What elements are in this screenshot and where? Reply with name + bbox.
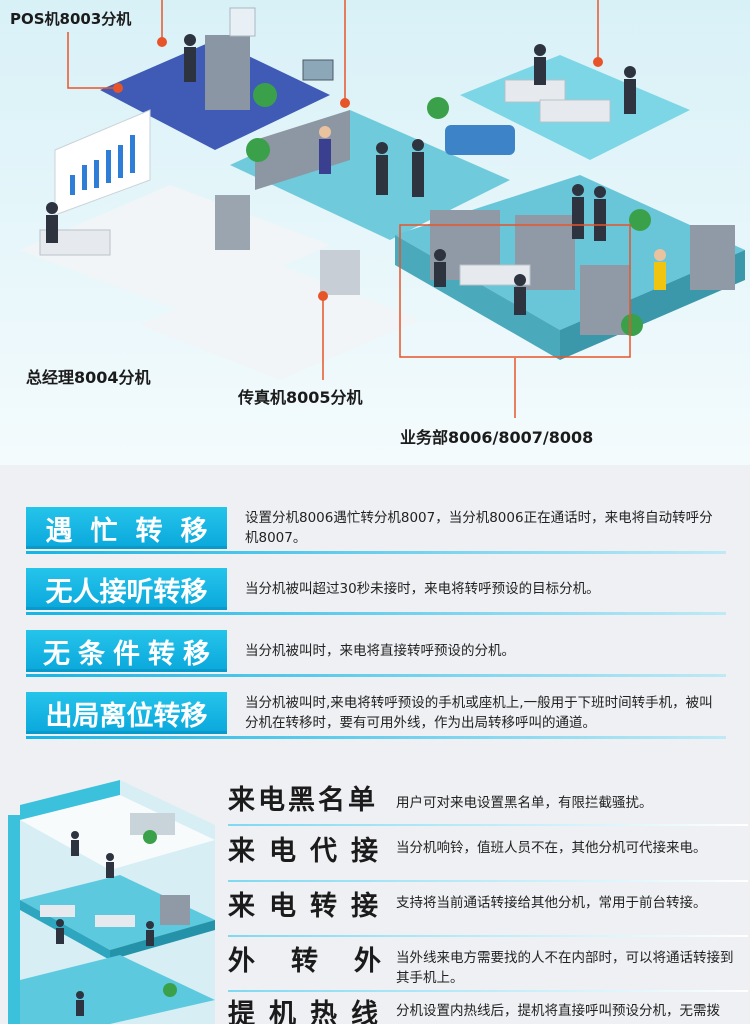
callout-fax: 传真机8005分机: [238, 388, 363, 407]
feature-unconditional-transfer: 无条件转移 当分机被叫时，来电将直接转呼预设的分机。: [26, 630, 726, 672]
feature-divider: [26, 674, 726, 677]
feature-no-answer-transfer: 无人接听转移 当分机被叫超过30秒未接时，来电将转呼预设的目标分机。: [26, 568, 726, 610]
feature-tag: 遇忙转移: [26, 507, 227, 549]
feature-tag: 无条件转移: [26, 630, 227, 672]
building-illustration: [8, 780, 215, 1024]
callout-business: 业务部8006/8007/8008: [400, 428, 594, 447]
floor-manager: [20, 185, 330, 310]
service-title: 来电黑名单: [228, 785, 378, 816]
service-blacklist: 来电黑名单 用户可对来电设置黑名单，有限拦截骚扰。: [228, 785, 748, 817]
service-title: 来电转接: [228, 891, 392, 922]
feature-divider: [26, 551, 726, 554]
feature-tag: 出局离位转移: [26, 692, 227, 734]
service-title: 外转外: [228, 946, 417, 977]
feature-desc: 当分机被叫时，来电将直接转呼预设的分机。: [245, 643, 515, 659]
service-desc: 支持将当前通话转接给其他分机，常用于前台转接。: [396, 895, 707, 911]
service-desc: 用户可对来电设置黑名单，有限拦截骚扰。: [396, 795, 653, 811]
service-divider: [228, 880, 748, 882]
service-external-to-external: 外转外 当外线来电方需要找的人不在内部时，可以将通话转接到其手机上。: [228, 946, 748, 988]
feature-outbound-transfer: 出局离位转移 当分机被叫时,来电将转呼预设的手机或座机上,一般用于下班时间转手机…: [26, 692, 726, 734]
feature-divider: [26, 612, 726, 615]
service-call-transfer: 来电转接 支持将当前通话转接给其他分机，常用于前台转接。: [228, 891, 748, 923]
service-title: 来电代接: [228, 836, 392, 867]
callout-pos: POS机8003分机: [10, 10, 132, 28]
service-title: 提机热线: [228, 999, 392, 1024]
service-hotline: 提机热线 分机设置内热线后，提机将直接呼叫预设分机，无需拨号。: [228, 999, 748, 1024]
feature-divider: [26, 736, 726, 739]
service-desc: 当外线来电方需要找的人不在内部时，可以将通话转接到其手机上。: [396, 950, 734, 986]
feature-tag: 无人接听转移: [26, 568, 227, 610]
service-divider: [228, 990, 748, 992]
service-desc: 当分机响铃，值班人员不在，其他分机可代接来电。: [396, 840, 707, 856]
callout-general-manager: 总经理8004分机: [26, 368, 151, 387]
service-divider: [228, 824, 748, 826]
feature-busy-transfer: 遇忙转移 设置分机8006遇忙转分机8007，当分机8006正在通话时，来电将自…: [26, 507, 726, 549]
service-pickup: 来电代接 当分机响铃，值班人员不在，其他分机可代接来电。: [228, 836, 748, 868]
feature-desc: 当分机被叫超过30秒未接时，来电将转呼预设的目标分机。: [245, 581, 600, 597]
feature-desc: 当分机被叫时,来电将转呼预设的手机或座机上,一般用于下班时间转手机，被叫分机在转…: [245, 695, 713, 731]
office-illustration: POS机8003分机 总经理8004分机 传真机8005分机 业务部8006/8…: [0, 0, 750, 465]
feature-desc: 设置分机8006遇忙转分机8007，当分机8006正在通话时，来电将自动转呼分机…: [245, 510, 713, 546]
office-scene: [0, 0, 750, 465]
service-divider: [228, 935, 748, 937]
service-desc: 分机设置内热线后，提机将直接呼叫预设分机，无需拨号。: [396, 1003, 720, 1024]
